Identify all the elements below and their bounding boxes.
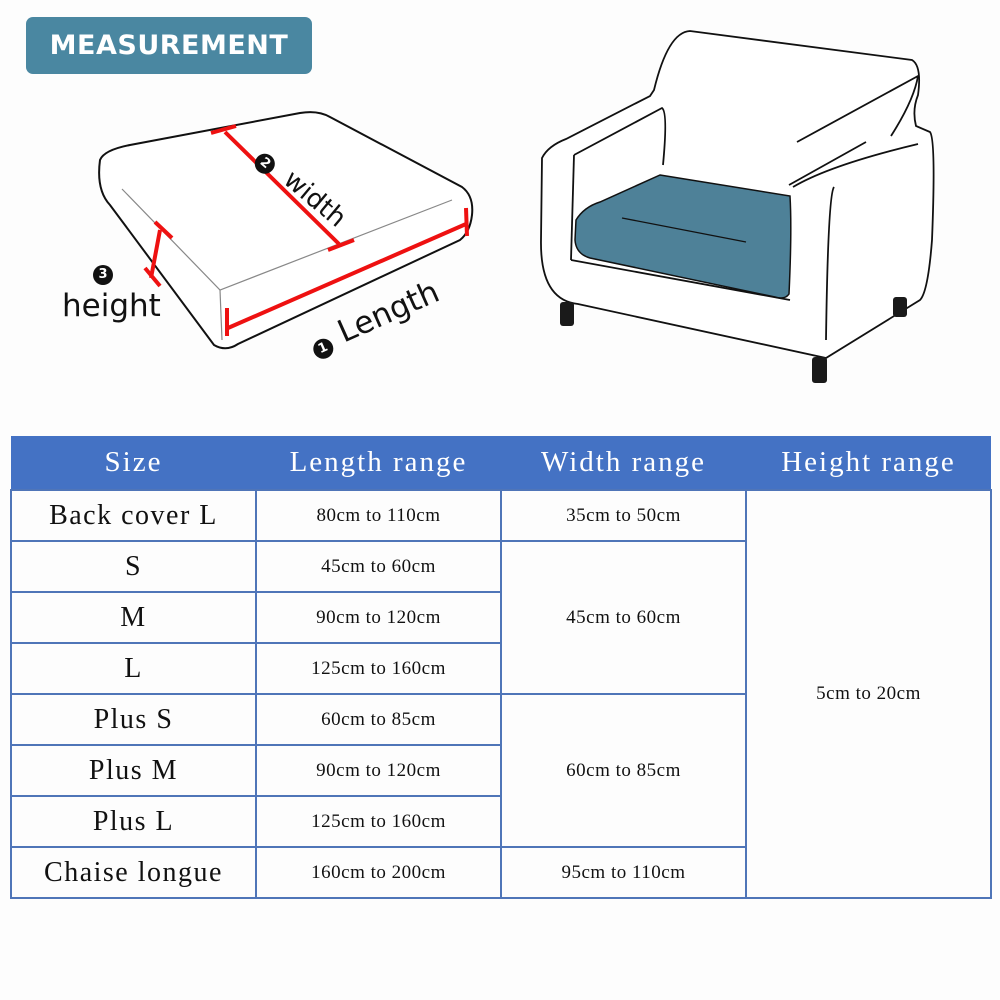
badge-label: MEASUREMENT — [49, 30, 289, 61]
number-3-icon: 3 — [93, 264, 113, 285]
table-header-row: Size Length range Width range Height ran… — [11, 436, 991, 490]
height-label: height — [62, 288, 161, 324]
size-cell: Back cover L — [10, 489, 257, 542]
height-cell: 5cm to 20cm — [745, 489, 992, 899]
header-width: Width range — [501, 436, 746, 490]
length-cell: 45cm to 60cm — [255, 540, 502, 593]
table-row: S 45cm to 60cm 45cm to 60cm — [10, 540, 991, 695]
length-cell: 80cm to 110cm — [255, 489, 502, 542]
table-row: Back cover L 80cm to 110cm 35cm to 50cm … — [10, 489, 992, 899]
length-cell: 60cm to 85cm — [255, 693, 502, 746]
table-row: M 90cm to 120cm — [10, 591, 991, 644]
length-cell: 90cm to 120cm — [255, 591, 502, 644]
length-cell: 160cm to 200cm — [255, 846, 502, 899]
table-row: Plus L 125cm to 160cm — [10, 795, 991, 848]
header-size: Size — [11, 436, 256, 490]
measure-lines — [143, 124, 469, 336]
width-cell: 45cm to 60cm — [500, 540, 747, 695]
size-cell: S — [10, 540, 257, 593]
measurement-badge: MEASUREMENT — [26, 17, 312, 74]
length-cell: 125cm to 160cm — [255, 642, 502, 695]
size-cell: Plus S — [10, 693, 257, 746]
table-row: L 125cm to 160cm — [10, 642, 991, 695]
size-cell: L — [10, 642, 257, 695]
size-cell: M — [10, 591, 257, 644]
measurement-illustration — [98, 30, 935, 383]
chair-legs — [560, 297, 907, 383]
size-chart-table: Size Length range Width range Height ran… — [10, 436, 992, 899]
width-cell: 95cm to 110cm — [500, 846, 747, 899]
table-row: Plus M 90cm to 120cm — [10, 744, 991, 797]
table-row: Plus S 60cm to 85cm 60cm to 85cm — [10, 693, 991, 848]
length-cell: 125cm to 160cm — [255, 795, 502, 848]
size-cell: Plus L — [10, 795, 257, 848]
size-cell: Plus M — [10, 744, 257, 797]
width-cell: 60cm to 85cm — [500, 693, 747, 848]
table-row: Chaise longue 160cm to 200cm 95cm to 110… — [10, 846, 991, 899]
size-cell: Chaise longue — [10, 846, 257, 899]
length-cell: 90cm to 120cm — [255, 744, 502, 797]
seat-cushion — [574, 174, 792, 299]
header-height: Height range — [746, 436, 991, 490]
height-number: 3 — [93, 263, 113, 285]
width-cell: 35cm to 50cm — [500, 489, 747, 542]
header-length: Length range — [256, 436, 501, 490]
